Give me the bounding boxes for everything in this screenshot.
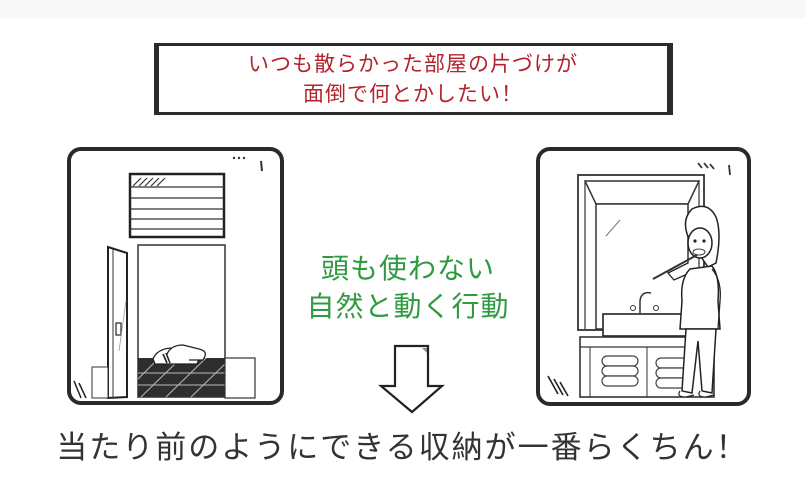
down-arrow-icon <box>378 344 445 414</box>
top-band <box>0 0 805 18</box>
middle-line-2: 自然と動く行動 <box>306 290 510 323</box>
bottom-caption: 当たり前のようにできる収納が一番らくちん！ <box>56 430 749 466</box>
middle-caption: 頭も使わない 自然と動く行動 <box>288 250 528 326</box>
woman-brushing-teeth-at-sink-icon <box>547 162 731 398</box>
title-line-2: 面倒で何とかしたい！ <box>303 82 523 106</box>
middle-line-1: 頭も使わない <box>320 252 495 285</box>
title-box: いつも散らかった部屋の片づけが 面倒で何とかしたい！ <box>154 43 673 115</box>
title-line-1: いつも散らかった部屋の片づけが <box>248 52 578 76</box>
entryway-panel <box>67 147 284 405</box>
washroom-panel <box>536 147 751 406</box>
entryway-door-shoes-icon <box>73 156 263 400</box>
